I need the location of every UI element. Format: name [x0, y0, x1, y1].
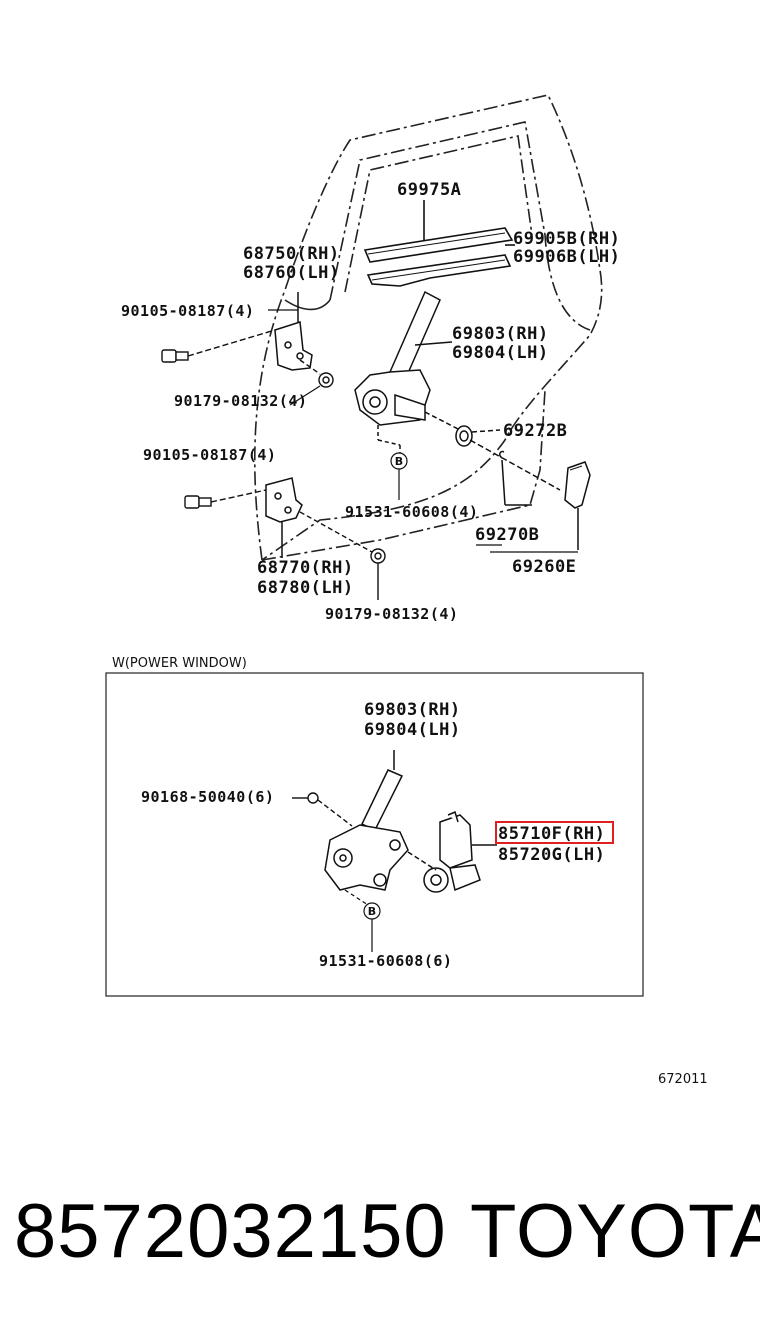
label-69272b: 69272B [503, 421, 567, 441]
label-91531-upper: 91531-60608(4) [345, 503, 478, 521]
balloon-b-inset: B [344, 889, 381, 952]
bolt-90105-lower [184, 489, 267, 509]
inset-label-69804: 69804(LH) [364, 720, 461, 740]
inset-labels: 69803(RH) 69804(LH) 90168-50040(6) 85710… [141, 700, 614, 970]
label-90105-upper: 90105-08187(4) [121, 302, 254, 320]
bushing-69272b [455, 425, 561, 491]
regulator-assembly [354, 290, 461, 455]
label-68770: 68770(RH) [257, 558, 354, 578]
upper-hinge [274, 292, 313, 371]
svg-text:B: B [395, 455, 403, 468]
door-outline [253, 94, 603, 561]
nut-90179-lower [299, 511, 386, 600]
part-number: 8572032150 [14, 1189, 447, 1274]
label-69804: 69804(LH) [452, 343, 549, 363]
inset-bolt-90168 [292, 792, 353, 827]
label-68750: 68750(RH) [243, 244, 340, 264]
window-handle [499, 450, 591, 550]
parts-diagram: B 69975A 68750(RH) 68760(LH) 69905B(RH) … [105, 94, 708, 1087]
inset-label-85720g: 85720G(LH) [498, 845, 605, 865]
label-90179-lower: 90179-08132(4) [325, 605, 458, 623]
label-69803: 69803(RH) [452, 324, 549, 344]
inset-label-85710f: 85710F(RH) [498, 824, 605, 844]
upper-labels: 69975A 68750(RH) 68760(LH) 69905B(RH) 69… [121, 180, 620, 623]
label-90105-lower: 90105-08187(4) [143, 446, 276, 464]
inset-motor [407, 810, 497, 893]
figure-code: 672011 [658, 1072, 708, 1087]
label-69905b: 69905B(RH) [513, 229, 620, 249]
bolt-90105-upper [161, 329, 276, 363]
balloon-b-upper: B [390, 452, 408, 500]
leader-lines-upper [268, 309, 578, 553]
lower-hinge [265, 477, 303, 558]
svg-text:B: B [368, 905, 376, 918]
label-90179-upper: 90179-08132(4) [174, 392, 307, 410]
inset-frame [105, 672, 644, 997]
label-69975a: 69975A [397, 180, 461, 200]
inset-label-91531: 91531-60608(6) [319, 952, 452, 970]
label-69906b: 69906B(LH) [513, 247, 620, 267]
label-68760: 68760(LH) [243, 263, 340, 283]
label-69270b: 69270B [475, 525, 539, 545]
inset-title: W(POWER WINDOW) [112, 656, 247, 671]
weatherstrip-parts [363, 200, 515, 287]
inset-label-90168: 90168-50040(6) [141, 788, 274, 806]
highlight-box [495, 821, 614, 844]
inset-regulator [324, 750, 409, 891]
brand-name: TOYOTA [470, 1189, 760, 1274]
label-69260e: 69260E [512, 557, 576, 577]
inset-label-69803: 69803(RH) [364, 700, 461, 720]
label-68780: 68780(LH) [257, 578, 354, 598]
nut-90179-upper [299, 359, 334, 388]
